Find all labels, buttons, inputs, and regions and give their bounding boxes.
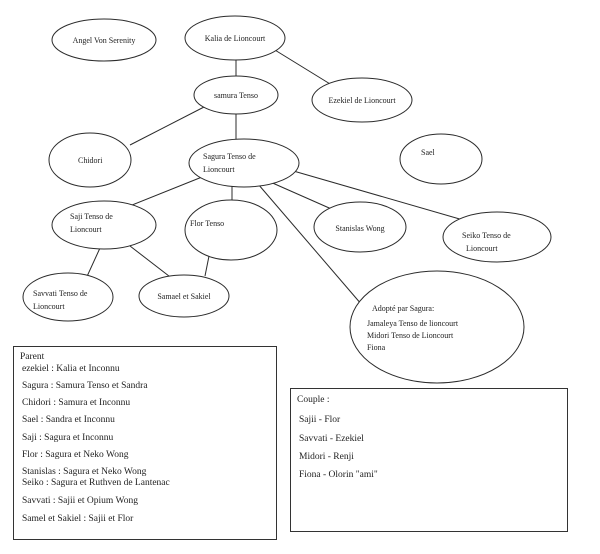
node-angel-label: Angel Von Serenity bbox=[73, 36, 136, 45]
parent-entry: Chidori : Samura et Inconnu bbox=[22, 398, 131, 408]
node-adopted-label-1: Adopté par Sagura: bbox=[372, 304, 434, 313]
node-adopted-label-4: Fiona bbox=[367, 343, 386, 352]
parent-entry: Savvati : Sajii et Opium Wong bbox=[22, 496, 138, 506]
parent-entry: Samel et Sakiel : Sajii et Flor bbox=[22, 514, 134, 524]
node-sael-label: Sael bbox=[421, 148, 436, 157]
node-savvati-label-1: Savvati Tenso de bbox=[33, 289, 88, 298]
node-flor bbox=[184, 199, 278, 261]
parent-entry: Sagura : Samura Tenso et Sandra bbox=[22, 381, 148, 391]
node-stanislas bbox=[313, 201, 407, 253]
node-adopted-label-3: Midori Tenso de Lioncourt bbox=[367, 331, 454, 340]
edge-kalia-ezekiel bbox=[269, 46, 336, 88]
node-samura-label: samura Tenso bbox=[214, 91, 258, 100]
edge-sagura-adopted bbox=[257, 183, 363, 306]
parent-entry: Stanislas : Sagura et Neko Wong bbox=[22, 467, 147, 477]
connector-lines bbox=[83, 46, 471, 306]
edge-sagura-saji bbox=[126, 176, 203, 208]
node-angel bbox=[51, 18, 157, 62]
node-saji-label-2: Lioncourt bbox=[70, 225, 102, 234]
node-flor-label: Flor Tenso bbox=[190, 219, 224, 228]
couple-legend-box: Couple : Sajii - Flor Savvati - Ezekiel … bbox=[290, 388, 568, 532]
parent-entry: Seiko : Sagura et Ruthven de Lantenac bbox=[22, 478, 170, 488]
node-savvati bbox=[22, 272, 114, 322]
node-sael bbox=[399, 133, 483, 185]
node-samael bbox=[138, 274, 230, 318]
parent-entry: ezekiel : Kalia et Inconnu bbox=[22, 364, 120, 374]
node-labels: Angel Von Serenity Kalia de Lioncourt sa… bbox=[33, 34, 511, 352]
node-savvati-label-2: Lioncourt bbox=[33, 302, 65, 311]
node-adopted bbox=[349, 270, 525, 384]
node-seiko-label-1: Seiko Tenso de bbox=[462, 231, 511, 240]
edge-sagura-seiko bbox=[289, 169, 471, 223]
node-sagura-label-2: Lioncourt bbox=[203, 165, 235, 174]
node-kalia-label: Kalia de Lioncourt bbox=[205, 34, 266, 43]
node-stanislas-label: Stanislas Wong bbox=[335, 224, 384, 233]
parent-legend-title: Parent bbox=[20, 352, 45, 362]
node-seiko-label-2: Lioncourt bbox=[466, 244, 498, 253]
parent-entry: Flor : Sagura et Neko Wong bbox=[22, 450, 129, 460]
node-ezekiel-label: Ezekiel de Lioncourt bbox=[328, 96, 396, 105]
node-samura bbox=[193, 75, 279, 115]
couple-entry: Fiona - Olorin "ami" bbox=[299, 470, 378, 480]
couple-entry: Midori - Renji bbox=[299, 452, 354, 462]
parent-entry: Sael : Sandra et Inconnu bbox=[22, 415, 115, 425]
node-seiko bbox=[442, 211, 552, 263]
couple-entry: Sajii - Flor bbox=[299, 415, 341, 425]
node-chidori-label: Chidori bbox=[78, 156, 103, 165]
node-adopted-label-2: Jamaleya Tenso de lioncourt bbox=[367, 319, 459, 328]
edge-samura-chidori bbox=[129, 106, 205, 146]
parent-entry: Saji : Sagura et Inconnu bbox=[22, 433, 114, 443]
couple-entry: Savvati - Ezekiel bbox=[299, 434, 364, 444]
edge-flor-samael bbox=[204, 255, 210, 277]
node-samael-label: Samael et Sakiel bbox=[157, 292, 211, 301]
node-kalia bbox=[184, 15, 286, 61]
edge-sagura-stanislas bbox=[267, 180, 337, 212]
node-sagura bbox=[188, 138, 300, 188]
node-chidori bbox=[48, 132, 132, 188]
couple-legend-title: Couple : bbox=[297, 395, 330, 405]
node-ellipses bbox=[22, 15, 552, 384]
parent-legend-box: Parent ezekiel : Kalia et Inconnu Sagura… bbox=[13, 346, 277, 540]
node-sagura-label-1: Sagura Tenso de bbox=[203, 152, 256, 161]
node-saji bbox=[51, 200, 157, 250]
node-ezekiel bbox=[311, 77, 413, 123]
node-saji-label-1: Saji Tenso de bbox=[70, 212, 113, 221]
